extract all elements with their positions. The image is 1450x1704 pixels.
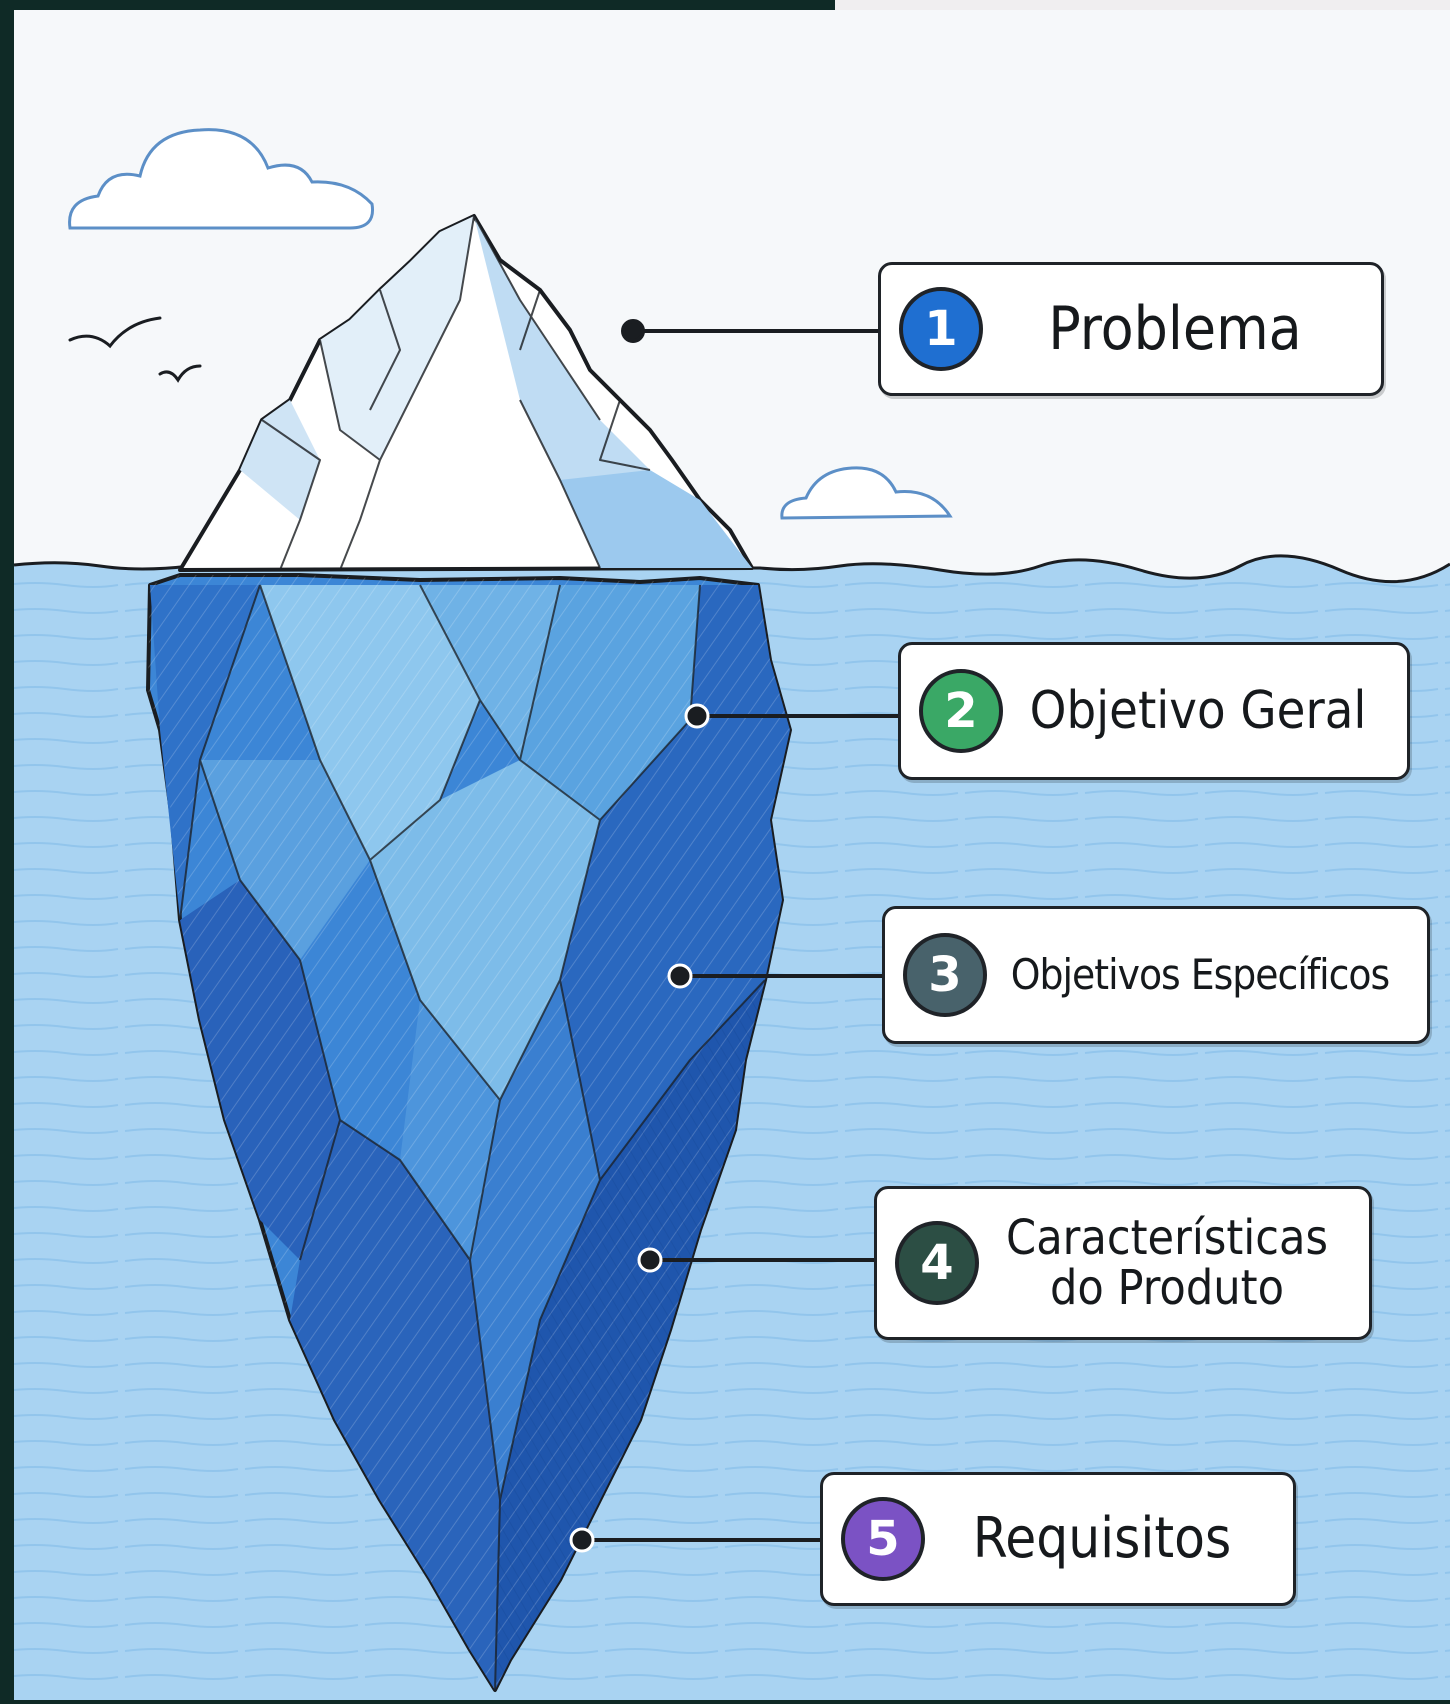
- number-badge-4: 4: [895, 1221, 979, 1305]
- label-objetivos-especificos: Objetivos Específicos: [1010, 949, 1390, 999]
- label-box-objetivos-especificos: 3 Objetivos Específicos: [882, 906, 1430, 1044]
- connector-dot-5: [569, 1527, 595, 1553]
- connectors: [569, 319, 900, 1553]
- number-badge-2: 2: [919, 669, 1003, 753]
- label-box-caracteristicas: 4 Características do Produto: [874, 1186, 1372, 1340]
- label-requisitos: Requisitos: [972, 1505, 1232, 1571]
- bird-icon: [158, 364, 202, 383]
- iceberg-tip: [178, 214, 754, 572]
- bird-icon: [68, 316, 162, 349]
- label-box-objetivo-geral: 2 Objetivo Geral: [898, 642, 1410, 780]
- label-box-requisitos: 5 Requisitos: [820, 1472, 1296, 1606]
- number-badge-5: 5: [841, 1497, 925, 1581]
- paper-top-strip: [835, 0, 1450, 10]
- iceberg-underwater: [146, 573, 792, 1692]
- connector-dot-3: [667, 963, 693, 989]
- number-badge-3: 3: [903, 933, 987, 1017]
- label-caracteristicas-line1: Características: [1006, 1209, 1328, 1266]
- number-badge-1: 1: [899, 287, 983, 371]
- label-objetivo-geral: Objetivo Geral: [1029, 680, 1367, 741]
- connector-dot-4: [637, 1247, 663, 1273]
- label-caracteristicas-line2: do Produto: [1050, 1260, 1284, 1316]
- cloud-icon: [780, 466, 953, 520]
- connector-dot-1: [621, 319, 645, 343]
- label-caracteristicas: Características do Produto: [979, 1209, 1369, 1316]
- connector-dot-2: [684, 703, 710, 729]
- cloud-icon: [68, 128, 375, 230]
- label-box-problema: 1 Problema: [878, 262, 1384, 396]
- label-problema: Problema: [1048, 293, 1302, 364]
